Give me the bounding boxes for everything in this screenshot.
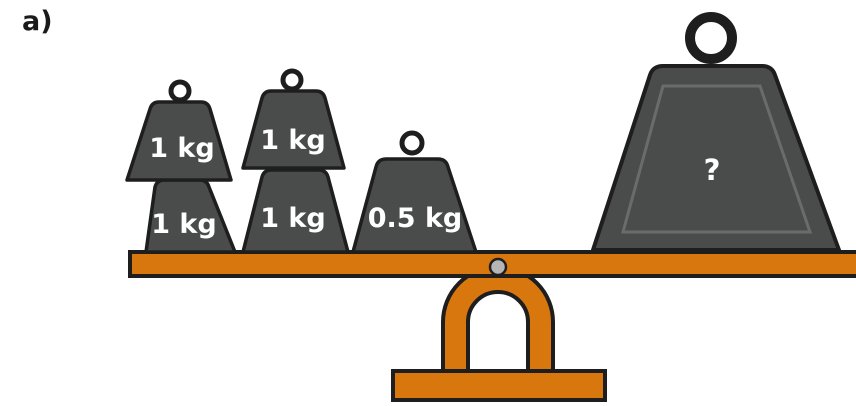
weight-label: 1 kg [149, 133, 214, 164]
weight-left-top-2: 1 kg [243, 71, 344, 168]
weight-label: 1 kg [151, 209, 216, 240]
scale-base [393, 371, 605, 400]
scale-fulcrum [443, 267, 553, 371]
weight-left-top-1: 1 kg [127, 82, 231, 180]
weight-label: 1 kg [260, 203, 325, 234]
pivot-pin [490, 259, 506, 275]
weight-label: 0.5 kg [368, 203, 463, 234]
weight-label: 1 kg [260, 125, 325, 156]
weight-unknown: ? [593, 17, 839, 250]
weight-half-kg: 0.5 kg [353, 133, 476, 252]
weight-label: ? [704, 153, 721, 187]
